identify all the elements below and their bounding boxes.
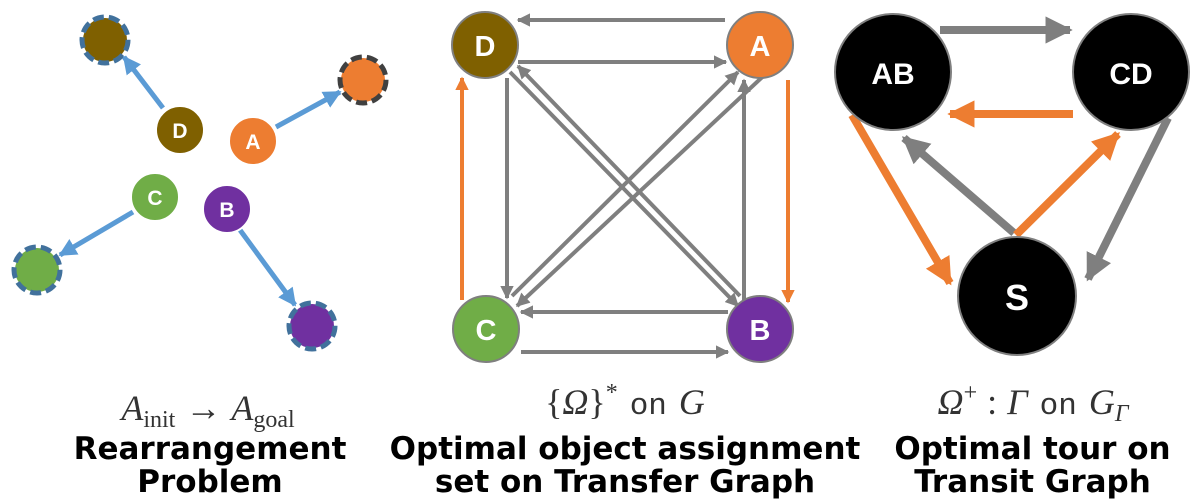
goal-c: [11, 244, 63, 296]
formula-rearrangement: Ainit→Agoal: [119, 388, 295, 433]
object-d-label: D: [172, 120, 187, 143]
caption-rearrangement-line2: Problem: [137, 464, 283, 500]
object-b-label: B: [219, 199, 234, 222]
transit-edge-ab-to-s: [848, 112, 954, 286]
transfer-node-c-label: C: [476, 315, 497, 347]
edge-c-to-a: [510, 70, 740, 298]
object-c: C: [130, 172, 180, 222]
panel-rearrangement: D A C B Ainit→Agoal: [11, 14, 389, 433]
goal-d: [79, 14, 131, 66]
object-d: D: [155, 105, 205, 155]
transit-node-ab: AB: [834, 13, 952, 131]
caption-transfer-graph: Optimal object assignment set on Transfe…: [385, 433, 865, 499]
goal-b: [286, 300, 338, 352]
transfer-node-d: D: [451, 11, 519, 79]
edge-d-to-b: [508, 70, 740, 308]
transit-edge-s-to-cd: [1013, 131, 1121, 238]
edge-a-to-c: [515, 66, 774, 308]
transit-node-ab-label: AB: [871, 58, 914, 91]
object-a-label: A: [245, 131, 260, 154]
caption-transit-graph: Optimal tour on Transit Graph: [870, 433, 1195, 499]
transfer-node-c: C: [452, 295, 520, 363]
caption-transfer-graph-line1: Optimal object assignment: [389, 431, 861, 467]
caption-rearrangement: Rearrangement Problem: [30, 433, 390, 499]
object-c-label: C: [147, 187, 162, 210]
caption-rearrangement-line1: Rearrangement: [73, 431, 347, 467]
transit-node-cd: CD: [1072, 13, 1190, 131]
transit-edge-s-to-ab: [901, 134, 1017, 237]
caption-transfer-graph-line2: set on Transfer Graph: [434, 464, 816, 500]
arrow-b-to-goal: [237, 228, 298, 307]
object-a: A: [228, 116, 278, 166]
caption-transit-graph-line2: Transit Graph: [914, 464, 1151, 500]
transfer-node-b: B: [726, 295, 794, 363]
transfer-node-a: A: [726, 11, 794, 79]
arrow-c-to-goal: [58, 209, 135, 258]
arrow-a-to-goal: [274, 89, 342, 130]
object-b: B: [202, 184, 252, 234]
transit-node-s: S: [957, 236, 1077, 356]
transit-node-cd-label: CD: [1109, 58, 1152, 91]
transfer-node-a-label: A: [750, 31, 771, 63]
arrow-d-to-goal: [122, 55, 165, 110]
transit-node-s-label: S: [1005, 277, 1029, 318]
transit-edge-cd-to-s: [1084, 116, 1172, 282]
goal-a: [337, 54, 389, 106]
transfer-node-d-label: D: [475, 31, 496, 63]
caption-transit-graph-line1: Optimal tour on: [894, 431, 1171, 467]
transfer-node-b-label: B: [750, 315, 771, 347]
